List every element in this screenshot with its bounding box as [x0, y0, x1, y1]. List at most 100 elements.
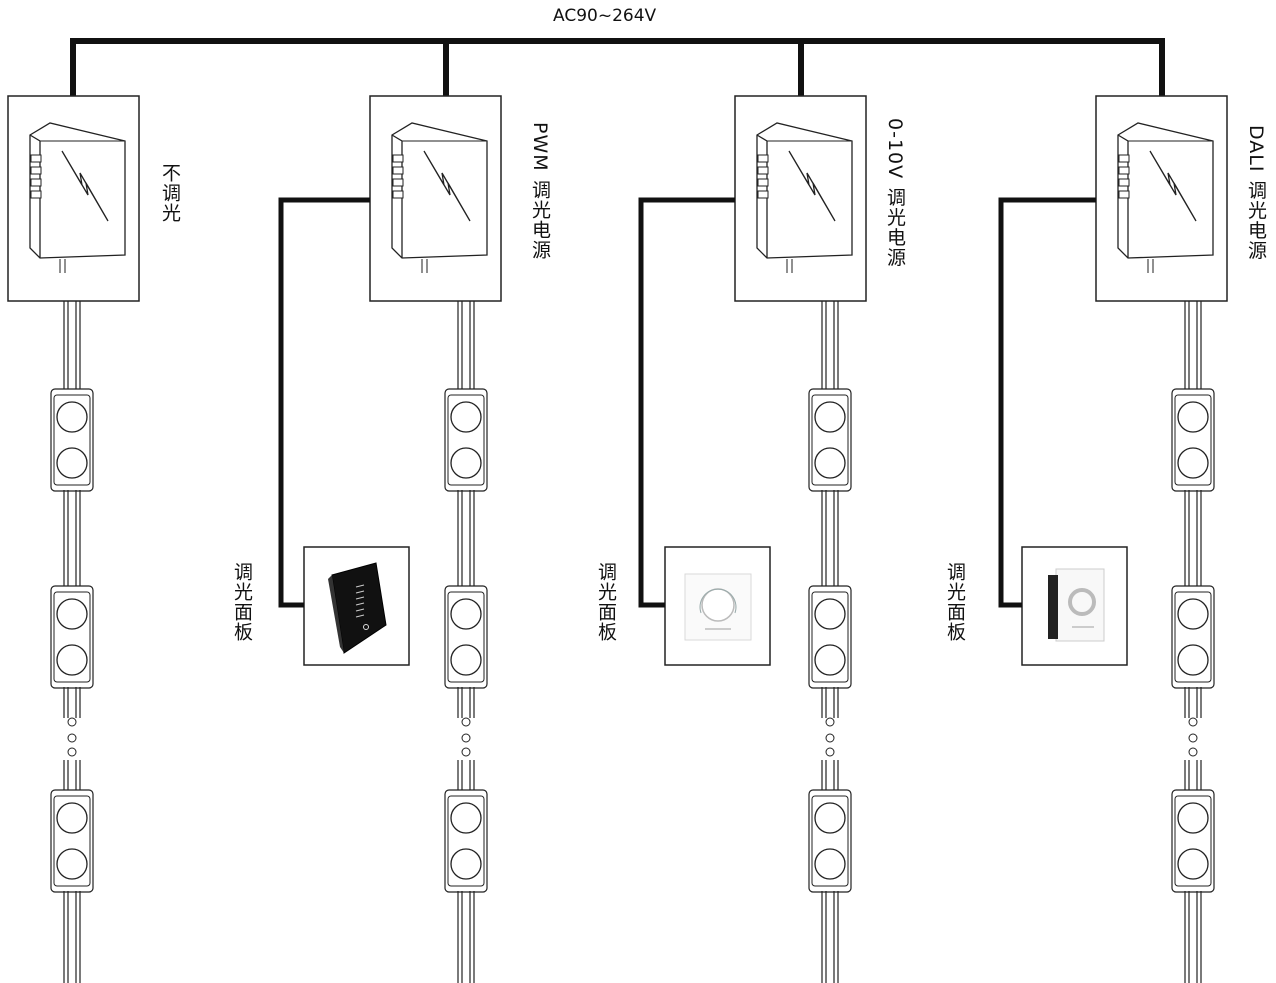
continuation-dot [825, 733, 835, 743]
lightning-bolt-icon [788, 150, 836, 222]
led-lens [1177, 848, 1209, 880]
led-lens [450, 447, 482, 479]
led-lens [1177, 802, 1209, 834]
touch-slider-mark [355, 602, 365, 606]
driver-body [1117, 122, 1214, 259]
led-lens [450, 802, 482, 834]
power-button-icon [363, 624, 369, 630]
column-non-dim [7, 95, 140, 983]
continuation-dot [461, 717, 471, 727]
driver-terminal [757, 178, 769, 187]
driver-type-label-prefix: DALI [1245, 125, 1267, 173]
driver-type-label-prefix: 0-10V [884, 118, 906, 180]
driver-type-label-text: 调光电源 [1245, 180, 1267, 261]
driver-terminal [392, 166, 404, 175]
led-lens [56, 802, 88, 834]
driver-terminal [1118, 154, 1130, 163]
continuation-dot [1188, 747, 1198, 757]
driver-type-label: 0-10V 调光电源 [884, 118, 906, 268]
lightning-bolt-icon [61, 150, 109, 222]
panel-mount [1048, 575, 1058, 639]
led-lens [1177, 598, 1209, 630]
ac-bus-line [70, 38, 1165, 97]
dimmer-panel-label-text: 调光面板 [944, 562, 966, 642]
continuation-dot [1188, 717, 1198, 727]
led-lens [814, 447, 846, 479]
continuation-dot [461, 747, 471, 757]
dimmer-panel-label: 调光面板 [231, 562, 253, 642]
dimmer-panel-label: 调光面板 [595, 562, 617, 642]
driver-terminal [392, 178, 404, 187]
driver-type-label: PWM 调光电源 [529, 122, 551, 260]
continuation-dot [67, 747, 77, 757]
driver-type-label-text: 调光电源 [884, 187, 906, 268]
led-lens [450, 848, 482, 880]
continuation-dot [67, 733, 77, 743]
led-lens [814, 848, 846, 880]
led-lens [1177, 447, 1209, 479]
driver-type-label-text: 调光电源 [529, 179, 551, 260]
continuation-dot [461, 733, 471, 743]
led-lens [450, 644, 482, 676]
control-signal-line [998, 197, 1096, 608]
panel-side [328, 575, 344, 653]
lightning-bolt-icon [423, 150, 471, 222]
column-dali [998, 95, 1228, 983]
driver-terminal [757, 166, 769, 175]
lightning-bolt-icon [1149, 150, 1197, 222]
led-lens [814, 644, 846, 676]
column-pwm [278, 95, 502, 983]
driver-type-label: DALI 调光电源 [1245, 125, 1267, 261]
continuation-dot [825, 747, 835, 757]
led-lens [56, 447, 88, 479]
led-lens [814, 401, 846, 433]
touch-slider-mark [355, 584, 365, 588]
led-lens [1177, 401, 1209, 433]
driver-terminal [30, 178, 42, 187]
dimmer-panel-label: 调光面板 [944, 562, 966, 642]
driver-type-label-text: 不调光 [159, 163, 181, 223]
led-lens [56, 598, 88, 630]
driver-terminal [30, 190, 42, 199]
driver-terminal [1118, 166, 1130, 175]
driver-type-label: 不调光 [159, 163, 181, 223]
driver-body [391, 122, 488, 259]
control-signal-line [278, 197, 370, 608]
dimmer-panel-label-text: 调光面板 [595, 562, 617, 642]
driver-terminal [392, 154, 404, 163]
driver-body [29, 122, 126, 259]
led-lens [56, 644, 88, 676]
driver-terminal [1118, 178, 1130, 187]
driver-terminal [757, 154, 769, 163]
control-signal-line [638, 197, 735, 608]
driver-terminal [757, 190, 769, 199]
driver-terminal [30, 154, 42, 163]
driver-terminal [30, 166, 42, 175]
touch-ring-icon [1068, 588, 1096, 616]
led-lens [56, 401, 88, 433]
rotary-knob-icon [701, 588, 735, 622]
led-lens [450, 598, 482, 630]
led-lens [1177, 644, 1209, 676]
touch-slider-mark [355, 608, 365, 612]
continuation-dot [1188, 733, 1198, 743]
driver-body [756, 122, 853, 259]
driver-terminal [1118, 190, 1130, 199]
dimmer-panel-label-text: 调光面板 [231, 562, 253, 642]
touch-dimmer-plate [1055, 568, 1105, 642]
continuation-dot [67, 717, 77, 727]
led-lens [450, 401, 482, 433]
driver-terminal [392, 190, 404, 199]
touch-slider-mark [355, 596, 365, 600]
touch-slider-mark [355, 614, 365, 618]
continuation-dot [825, 717, 835, 727]
led-lens [814, 598, 846, 630]
supply-voltage-label: AC90~264V [553, 6, 657, 26]
knob-arc [699, 588, 737, 614]
column-0-10v [638, 95, 867, 983]
touch-slider-mark [355, 590, 365, 594]
led-lens [56, 848, 88, 880]
driver-type-label-prefix: PWM [529, 122, 551, 172]
led-lens [814, 802, 846, 834]
